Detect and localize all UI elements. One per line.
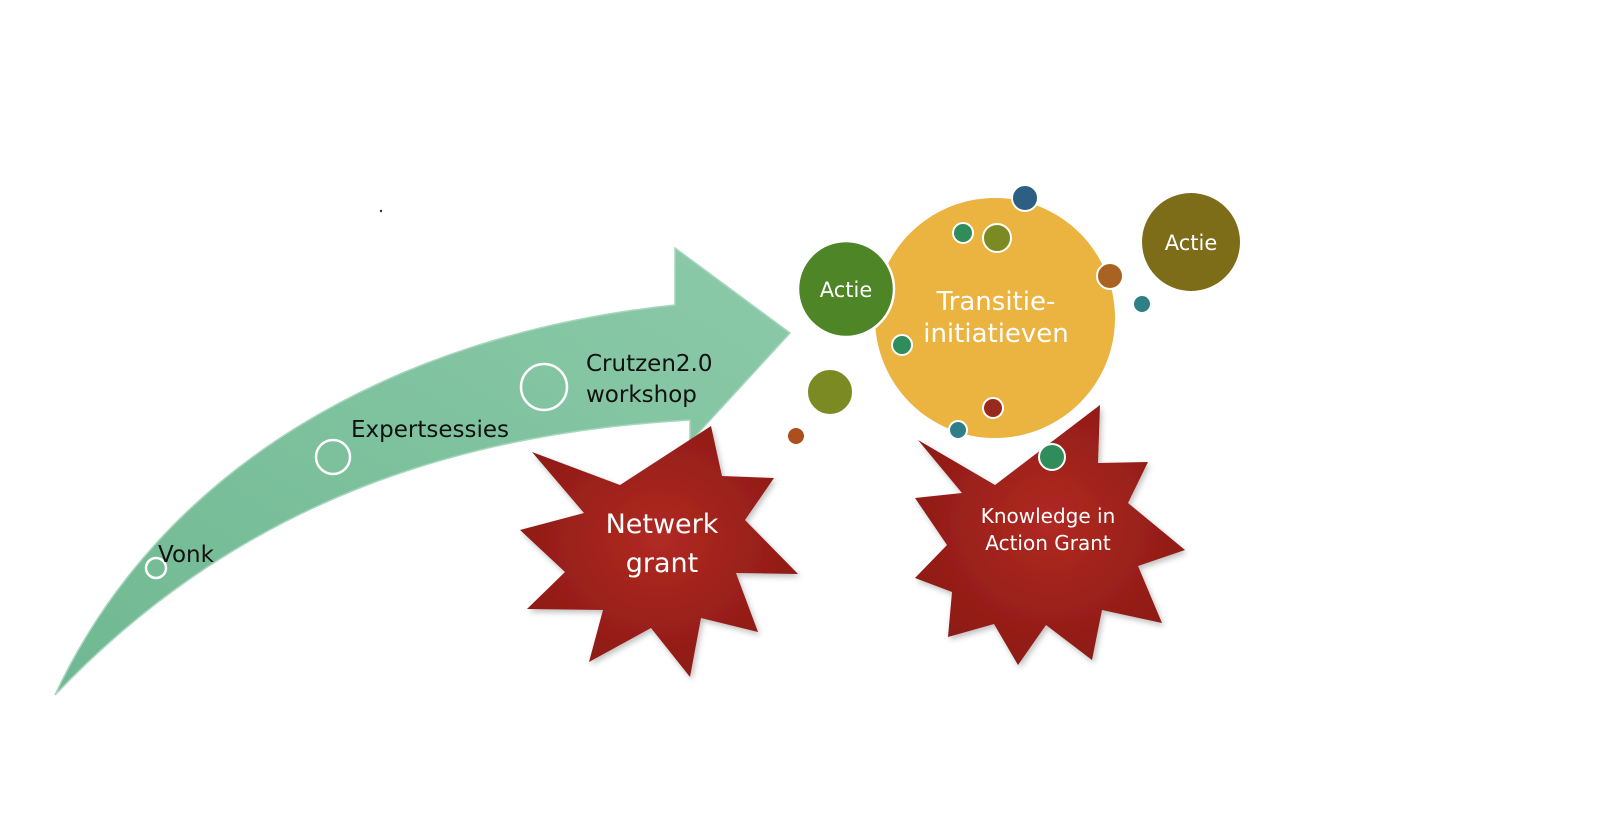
small-dot-icon xyxy=(786,426,806,446)
small-dot-icon xyxy=(1096,262,1124,290)
small-dot-icon xyxy=(891,334,913,356)
network-grant-line1: Netwerk xyxy=(606,509,719,540)
transition-initiatives-circle xyxy=(875,198,1115,438)
small-dot-icon xyxy=(982,223,1012,253)
action-circle-left xyxy=(796,239,896,339)
stage-expertsessies: Expertsessies xyxy=(351,417,509,443)
process-arrow xyxy=(54,246,792,696)
stage-crutzen-line1: Crutzen2.0 xyxy=(586,351,713,377)
action-label-left: Actie xyxy=(820,278,873,302)
hub-label-line2: initiatieven xyxy=(923,319,1069,349)
starburst-icon xyxy=(520,426,798,677)
network-grant-line2: grant xyxy=(626,548,698,579)
small-dot-icon xyxy=(948,420,968,440)
hollow-circle-icon xyxy=(314,438,352,476)
starburst-icon xyxy=(915,405,1185,665)
small-dot-icon xyxy=(952,222,974,244)
action-label-right: Actie xyxy=(1165,231,1218,255)
small-dot-icon xyxy=(1132,294,1152,314)
action-circle-right xyxy=(1142,193,1240,291)
stage-vonk: Vonk xyxy=(158,542,215,568)
small-dot-icon xyxy=(1011,184,1039,212)
knowledge-grant-line1: Knowledge in xyxy=(981,504,1116,528)
small-dot-icon xyxy=(806,368,854,416)
small-dot-icon xyxy=(982,397,1004,419)
hub-label-line1: Transitie- xyxy=(936,287,1056,317)
speck-dot xyxy=(379,209,383,213)
hollow-circle-icon xyxy=(144,556,168,580)
hollow-circle-icon xyxy=(519,362,569,412)
stage-crutzen-line2: workshop xyxy=(586,382,697,408)
knowledge-grant-line2: Action Grant xyxy=(985,531,1111,555)
small-dot-icon xyxy=(1038,443,1066,471)
